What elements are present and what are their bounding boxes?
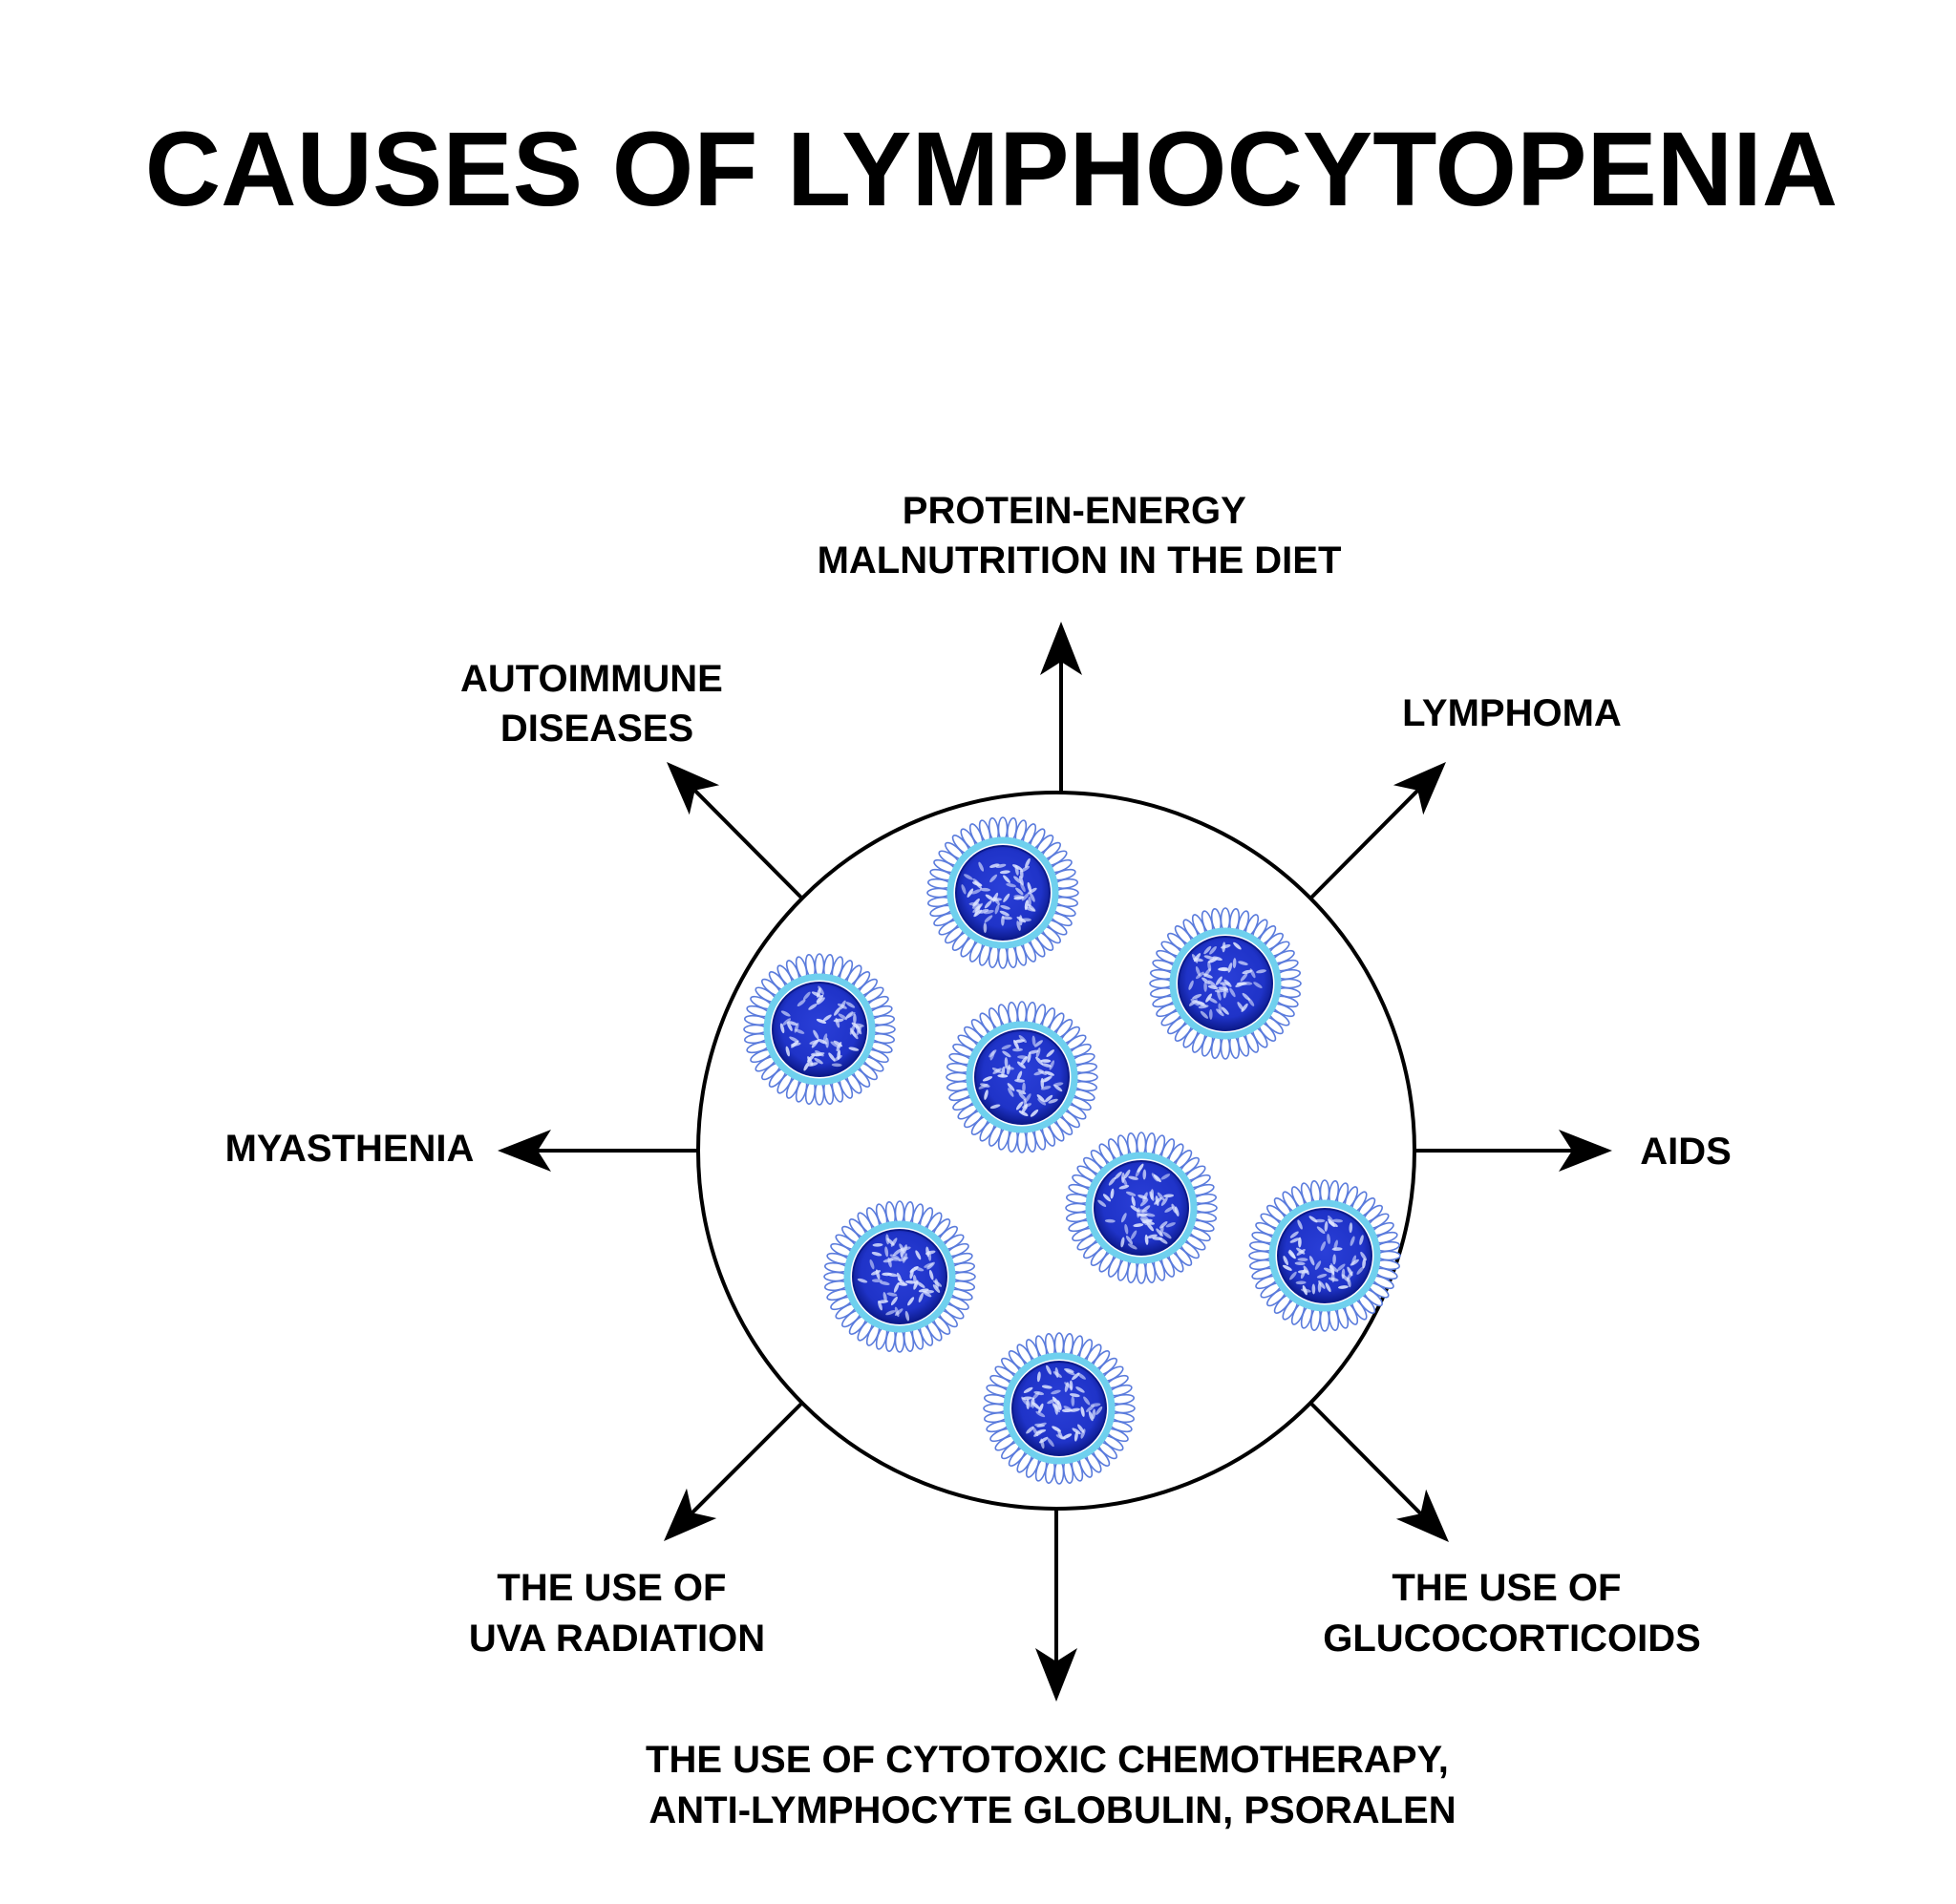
lymphocyte-texture bbox=[1097, 1163, 1180, 1250]
lymphocyte-texture bbox=[1282, 1215, 1368, 1296]
arrow-autoimmune-diseases bbox=[667, 762, 803, 899]
arrowhead-icon bbox=[1559, 1130, 1612, 1172]
lymphocyte-icon bbox=[823, 1200, 976, 1353]
arrow-aids bbox=[1414, 1130, 1612, 1172]
lymphocyte-texture bbox=[1021, 1365, 1103, 1449]
lymphocyte-membrane bbox=[843, 1220, 956, 1333]
arrow-lymphoma bbox=[1309, 762, 1446, 899]
arrow-shaft bbox=[691, 1402, 803, 1514]
arrow-group bbox=[498, 622, 1612, 1702]
lymphocyte-icon bbox=[1149, 907, 1302, 1060]
lymphocyte-membrane bbox=[1169, 927, 1282, 1040]
lymphocyte-texture bbox=[857, 1234, 943, 1322]
cause-label-glucocorticoids: THE USE OF GLUCOCORTICOIDS bbox=[1323, 1567, 1701, 1660]
lymphocyte-receptors bbox=[743, 953, 896, 1106]
arrowhead-icon bbox=[1395, 1489, 1449, 1542]
lymphocyte-texture bbox=[978, 1034, 1064, 1117]
lymphocyte-icon bbox=[1065, 1132, 1218, 1284]
cause-label-protein-energy-malnutrition: PROTEIN-ENERGY MALNUTRITION IN THE DIET bbox=[818, 490, 1342, 582]
cause-label-autoimmune-diseases: AUTOIMMUNE DISEASES bbox=[460, 658, 734, 750]
arrowhead-icon bbox=[1035, 1648, 1077, 1702]
arrowhead-icon bbox=[1040, 622, 1082, 675]
arrow-shaft bbox=[1309, 789, 1419, 899]
lymphocyte-texture bbox=[961, 857, 1037, 934]
lymphocyte-group bbox=[743, 816, 1401, 1485]
arrowhead-icon bbox=[667, 762, 720, 815]
arrow-shaft bbox=[1309, 1402, 1422, 1515]
lymphocyte-membrane bbox=[1268, 1199, 1381, 1312]
lymphocyte-receptors bbox=[1065, 1132, 1218, 1284]
lymphocyte-nucleus bbox=[1094, 1160, 1189, 1256]
lymphocyte-icon bbox=[926, 816, 1079, 969]
lymphocyte-membrane bbox=[1003, 1352, 1116, 1465]
cause-label-myasthenia: MYASTHENIA bbox=[225, 1128, 475, 1170]
arrow-cytotoxic-chemotherapy bbox=[1035, 1509, 1077, 1702]
lymphocyte-receptors bbox=[1149, 907, 1302, 1060]
arrow-protein-energy-malnutrition bbox=[1040, 622, 1082, 793]
arrow-myasthenia bbox=[498, 1130, 697, 1172]
cause-label-lymphoma: LYMPHOMA bbox=[1402, 692, 1622, 734]
lymphocyte-membrane bbox=[966, 1021, 1078, 1133]
lymphocyte-icon bbox=[983, 1332, 1136, 1485]
cause-label-cytotoxic-chemotherapy: THE USE OF CYTOTOXIC CHEMOTHERAPY, ANTI-… bbox=[646, 1739, 1459, 1831]
arrowhead-icon bbox=[664, 1488, 717, 1541]
lymphocyte-icon bbox=[1248, 1179, 1401, 1332]
arrow-glucocorticoids bbox=[1309, 1402, 1449, 1542]
arrowhead-icon bbox=[498, 1130, 551, 1172]
arrow-uva-radiation bbox=[664, 1402, 803, 1541]
lymphocyte-membrane bbox=[1085, 1152, 1198, 1264]
lymphocyte-texture bbox=[779, 985, 864, 1071]
lymphocyte-membrane bbox=[946, 836, 1059, 949]
page-title: CAUSES OF LYMPHOCYTOPENIA bbox=[145, 111, 1839, 228]
lymphocyte-membrane bbox=[763, 973, 876, 1086]
cause-label-uva-radiation: THE USE OF UVA RADIATION bbox=[469, 1567, 765, 1660]
lymphocyte-icon bbox=[946, 1001, 1098, 1153]
lymphocyte-icon bbox=[743, 953, 896, 1106]
cause-label-aids: AIDS bbox=[1640, 1131, 1732, 1173]
lymphocyte-texture bbox=[1188, 941, 1266, 1020]
arrow-shaft bbox=[693, 789, 803, 899]
arrowhead-icon bbox=[1393, 762, 1446, 815]
